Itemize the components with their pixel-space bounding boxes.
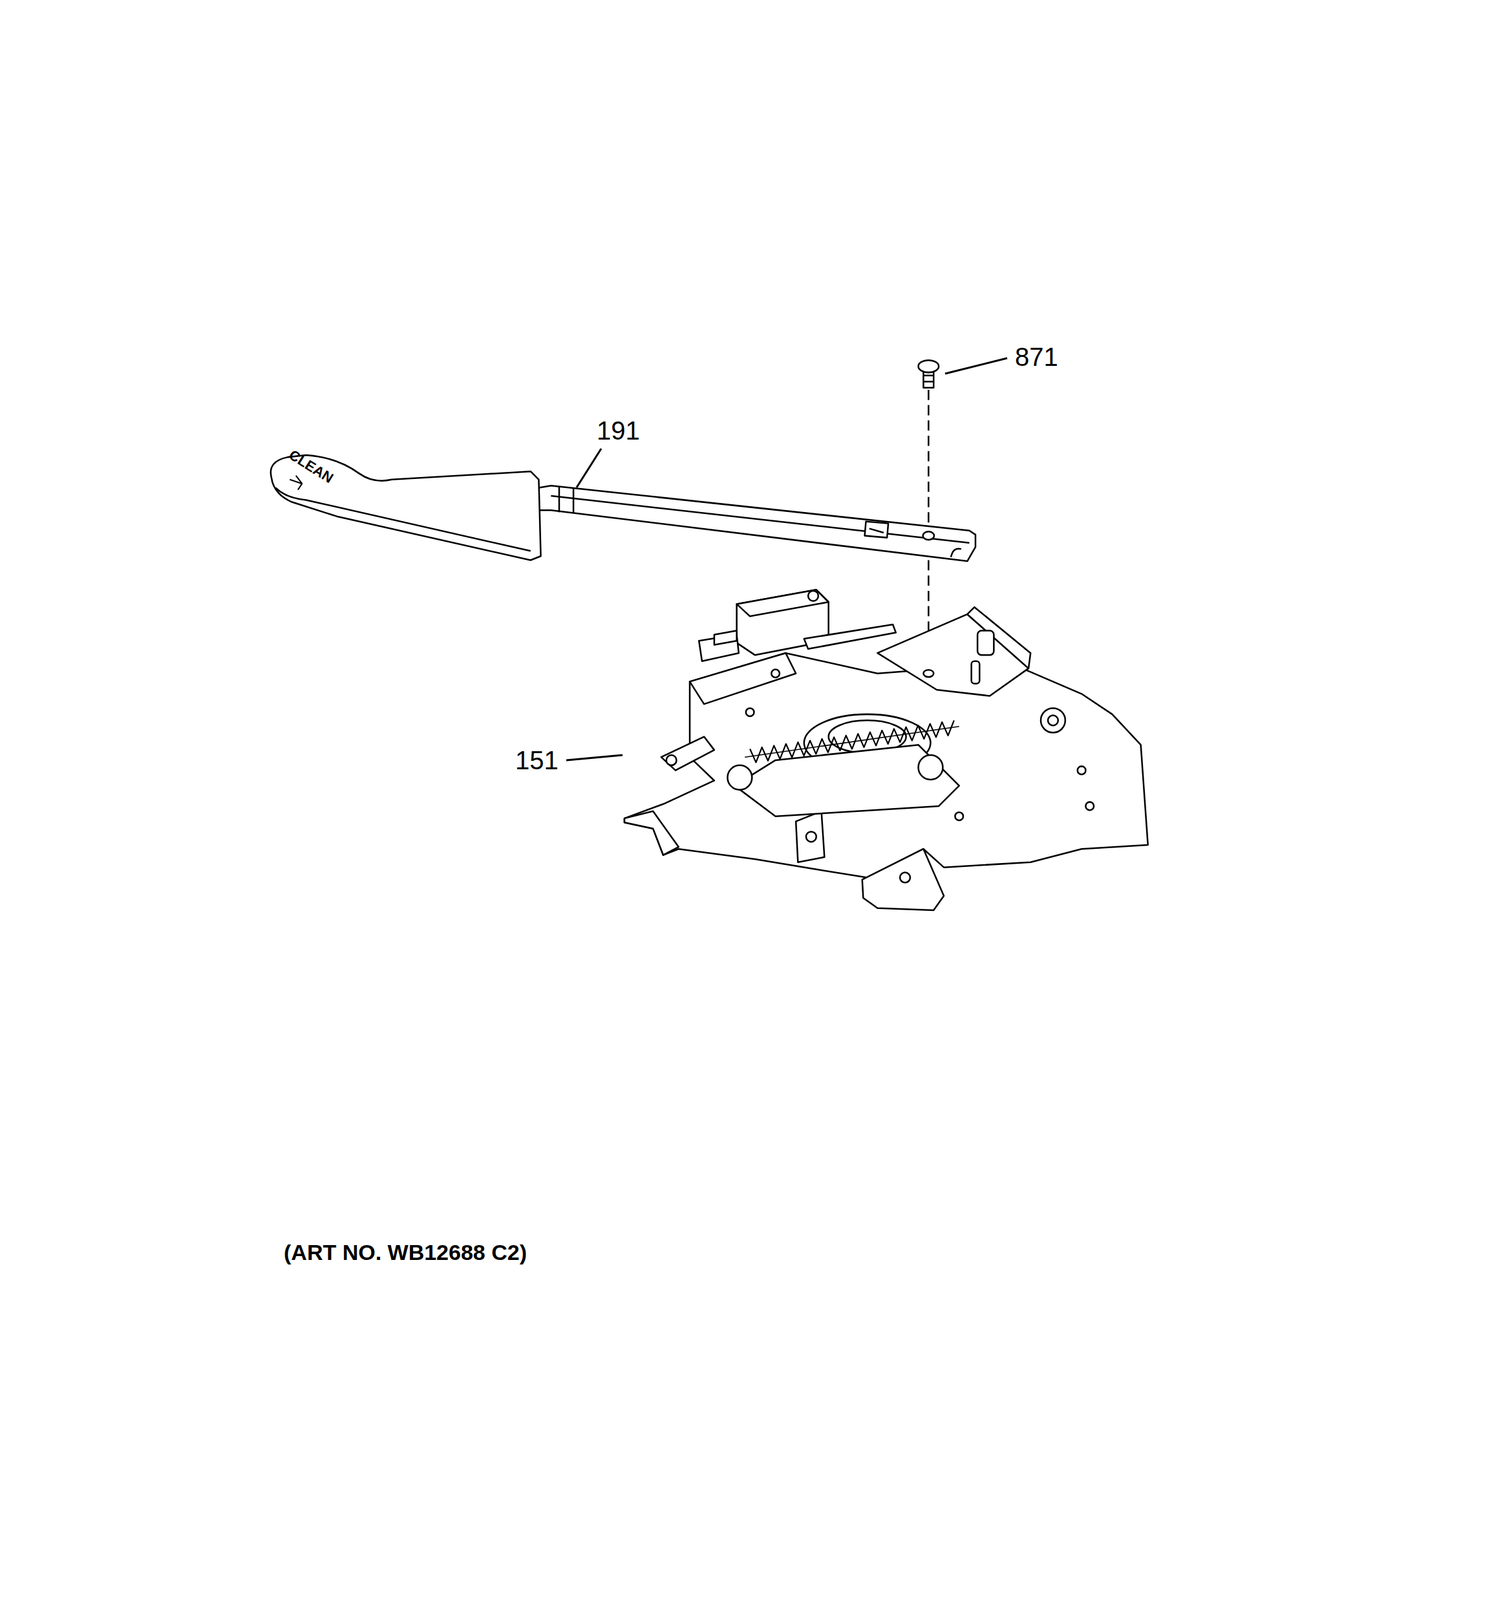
lock-handle: [270, 455, 976, 562]
assembly-line: [927, 389, 930, 525]
callout-number: 151: [515, 747, 559, 774]
latch-base: [624, 589, 1149, 911]
screw: [918, 360, 940, 388]
latch-assembly: [270, 360, 1149, 911]
callout-number: 191: [596, 417, 640, 444]
leader-line: [566, 755, 623, 761]
art-number: (ART NO. WB12688 C2): [283, 1241, 527, 1264]
leader-line: [945, 358, 1008, 374]
callout-number: 871: [1014, 343, 1059, 370]
leader-line: [576, 448, 602, 488]
